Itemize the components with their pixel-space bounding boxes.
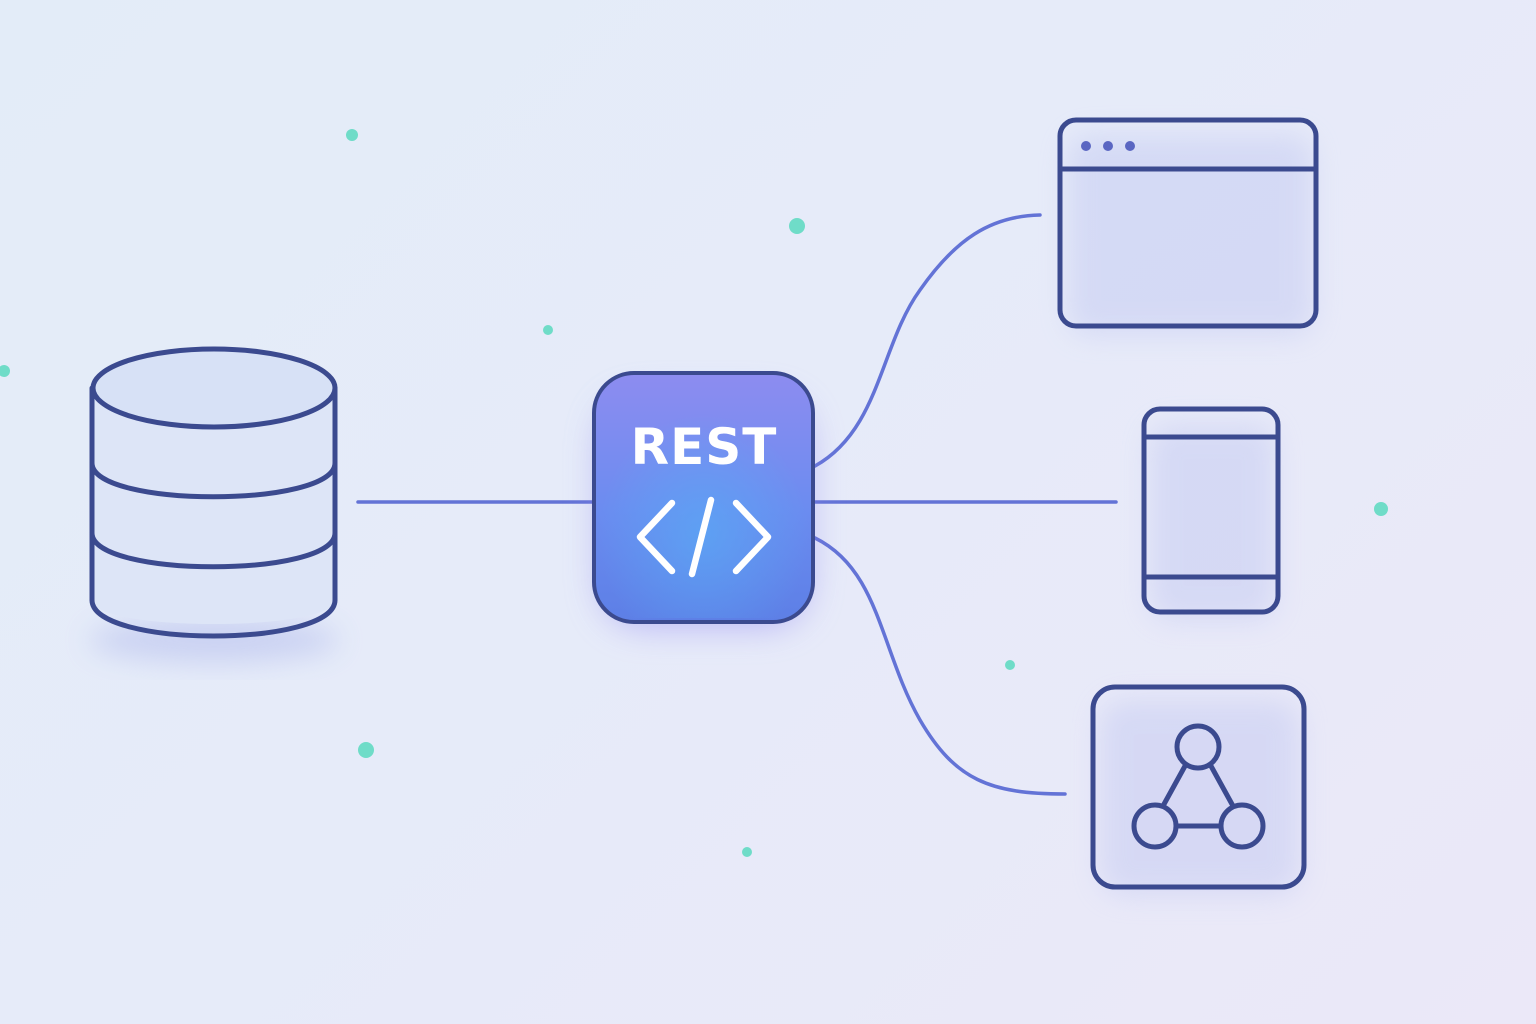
- connector-api-to-graph: [813, 536, 1067, 796]
- particle-dot: [543, 325, 553, 335]
- code-brackets-icon: [636, 496, 772, 578]
- particle-dot: [0, 365, 10, 377]
- particle-dot: [742, 847, 752, 857]
- mobile-phone-icon: [1141, 406, 1281, 620]
- particle-dot: [358, 742, 374, 758]
- rest-api-hub: REST: [592, 371, 815, 625]
- particle-dot: [346, 129, 358, 141]
- connector-api-to-browser: [813, 213, 1042, 468]
- rest-label: REST: [631, 418, 778, 476]
- connectors: [356, 213, 1118, 796]
- particle-dot: [789, 218, 805, 234]
- background-particles: [0, 129, 1388, 857]
- network-graph-icon: [1090, 684, 1307, 895]
- database-icon: [89, 346, 339, 662]
- particle-dot: [1374, 502, 1388, 516]
- browser-window-icon: [1057, 117, 1319, 335]
- particle-dot: [1005, 660, 1015, 670]
